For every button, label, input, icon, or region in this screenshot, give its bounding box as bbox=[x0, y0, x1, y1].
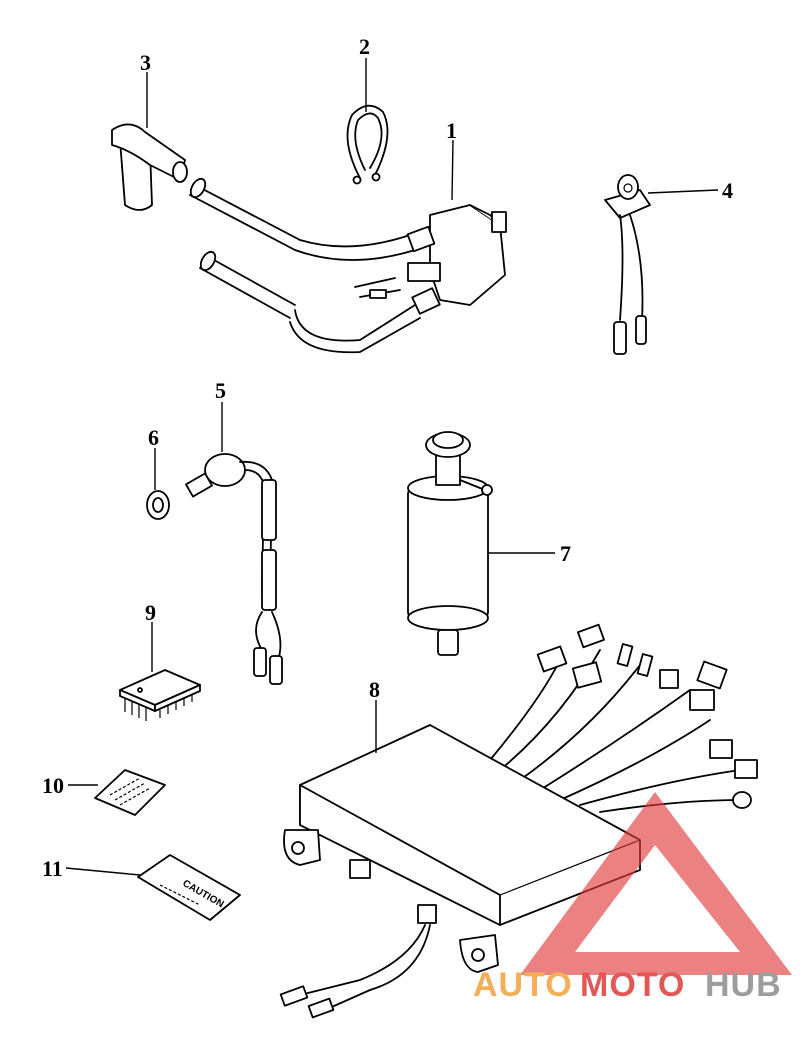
callout-3: 3 bbox=[140, 50, 151, 75]
sender-unit bbox=[185, 453, 283, 685]
fuel-pump bbox=[407, 431, 493, 656]
label-decal-small bbox=[94, 769, 166, 816]
callout-10: 10 bbox=[42, 773, 64, 798]
watermark-text-moto: MOTO bbox=[580, 966, 685, 1004]
watermark-text-auto: AUTO bbox=[473, 966, 573, 1004]
wire-clip bbox=[346, 104, 389, 185]
callout-5: 5 bbox=[215, 378, 226, 403]
ic-chip bbox=[119, 669, 201, 721]
washer bbox=[146, 490, 170, 520]
callout-numbers: 1 2 3 4 5 6 7 8 9 10 11 bbox=[42, 34, 733, 881]
watermark-logo: AUTO MOTO HUB bbox=[473, 792, 792, 1004]
spark-plug-cap bbox=[111, 123, 188, 211]
callout-11: 11 bbox=[42, 856, 63, 881]
callout-2: 2 bbox=[359, 34, 370, 59]
callout-7: 7 bbox=[560, 541, 571, 566]
callout-1: 1 bbox=[446, 118, 457, 143]
temperature-sensor bbox=[604, 174, 651, 355]
ignition-coil bbox=[189, 177, 507, 354]
callout-8: 8 bbox=[369, 677, 380, 702]
caution-decal: CAUTION bbox=[137, 854, 241, 921]
callout-6: 6 bbox=[148, 425, 159, 450]
callout-4: 4 bbox=[722, 178, 733, 203]
ecu-module bbox=[279, 623, 758, 1019]
callout-9: 9 bbox=[145, 600, 156, 625]
watermark-triangle-icon bbox=[520, 792, 792, 975]
watermark-text-hub: HUB bbox=[705, 966, 782, 1004]
leader-lines bbox=[65, 58, 719, 876]
